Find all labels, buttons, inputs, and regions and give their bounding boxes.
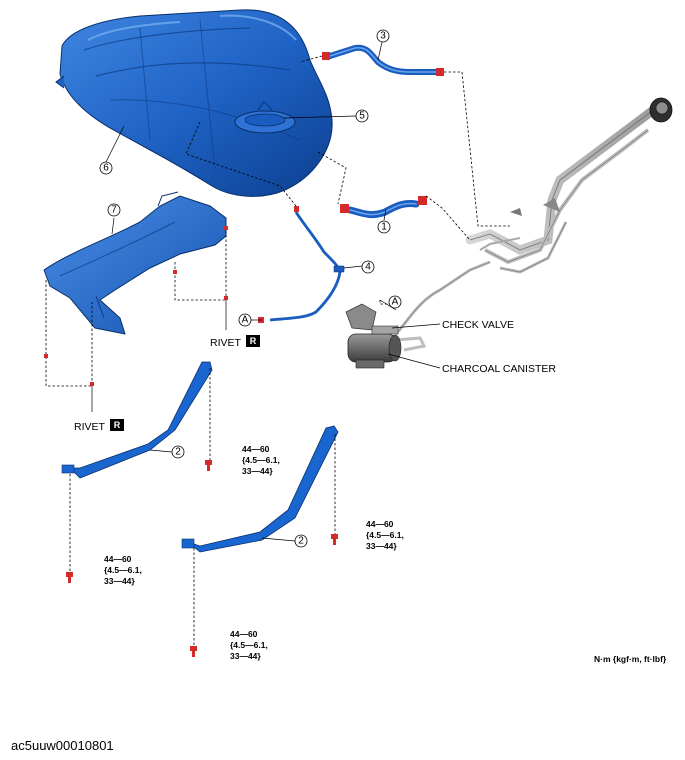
rivet-marks (44, 226, 228, 386)
callout-3: 3 (376, 29, 390, 43)
svg-text:5: 5 (359, 111, 365, 122)
svg-text:7: 7 (111, 205, 117, 216)
svg-text:44—60: 44—60 (230, 629, 258, 639)
svg-text:3: 3 (380, 31, 386, 42)
tank-strap-right (181, 425, 339, 553)
svg-text:A: A (392, 297, 399, 308)
tank-strap-left (61, 361, 213, 479)
svg-text:{4.5—6.1,: {4.5—6.1, (104, 565, 142, 575)
svg-text:1: 1 (381, 222, 387, 233)
heat-shield (43, 191, 227, 335)
callout-5: 5 (355, 109, 369, 123)
callout-leaders (91, 41, 441, 542)
svg-text:{4.5—6.1,: {4.5—6.1, (230, 640, 268, 650)
svg-text:2: 2 (175, 447, 181, 458)
svg-text:44—60: 44—60 (366, 519, 394, 529)
fuel-tank (55, 9, 333, 197)
svg-text:33—44}: 33—44} (104, 576, 135, 586)
rivet-label-right: RIVET R (210, 335, 260, 349)
callout-1: 1 (377, 220, 391, 234)
strap-bolt-icon (66, 572, 73, 583)
torque-units-legend: N·m {kgf·m, ft·lbf} (594, 654, 667, 664)
svg-text:RIVET: RIVET (210, 337, 242, 349)
svg-text:RIVET: RIVET (74, 421, 106, 433)
diagram-code: ac5uuw00010801 (11, 738, 114, 753)
strap-bolt-icon (331, 534, 338, 545)
svg-text:A: A (242, 315, 249, 326)
svg-text:33—44}: 33—44} (366, 541, 397, 551)
vapor-pipe (394, 260, 491, 352)
svg-text:33—44}: 33—44} (230, 651, 261, 661)
torque-spec-3: 44—60 {4.5—6.1, 33—44} (366, 519, 404, 551)
callout-7: 7 (107, 203, 121, 217)
svg-text:33—44}: 33—44} (242, 466, 273, 476)
svg-text:R: R (250, 336, 257, 346)
evap-hose-1 (340, 196, 427, 219)
callout-2-left: 2 (171, 445, 185, 459)
svg-text:{4.5—6.1,: {4.5—6.1, (242, 455, 280, 465)
filler-pipe (465, 97, 673, 274)
svg-text:6: 6 (103, 163, 109, 174)
charcoal-canister (345, 303, 402, 369)
fuel-pump-ring (234, 101, 296, 134)
torque-spec-4: 44—60 {4.5—6.1, 33—44} (230, 629, 268, 661)
svg-text:R: R (114, 420, 121, 430)
callout-6: 6 (99, 161, 113, 175)
connector-mark-a-canister: A (388, 295, 402, 309)
torque-spec-2: 44—60 {4.5—6.1, 33—44} (104, 554, 142, 586)
charcoal-canister-label: CHARCOAL CANISTER (442, 363, 556, 375)
torque-spec-1: 44—60 {4.5—6.1, 33—44} (242, 444, 280, 476)
check-valve-label: CHECK VALVE (442, 319, 514, 331)
leader-lines (45, 55, 510, 646)
callout-2-right: 2 (294, 534, 308, 548)
rivet-label-left: RIVET R (74, 419, 124, 433)
svg-text:{4.5—6.1,: {4.5—6.1, (366, 530, 404, 540)
evap-hose-3 (322, 44, 444, 76)
callout-4: 4 (361, 260, 375, 274)
connector-mark-a-hose: A (238, 313, 252, 327)
svg-text:44—60: 44—60 (242, 444, 270, 454)
svg-text:44—60: 44—60 (104, 554, 132, 564)
svg-text:4: 4 (365, 262, 371, 273)
strap-bolt-icon (190, 646, 197, 657)
strap-bolt-icon (205, 460, 212, 471)
svg-text:2: 2 (298, 536, 304, 547)
evap-line-4 (258, 206, 345, 323)
